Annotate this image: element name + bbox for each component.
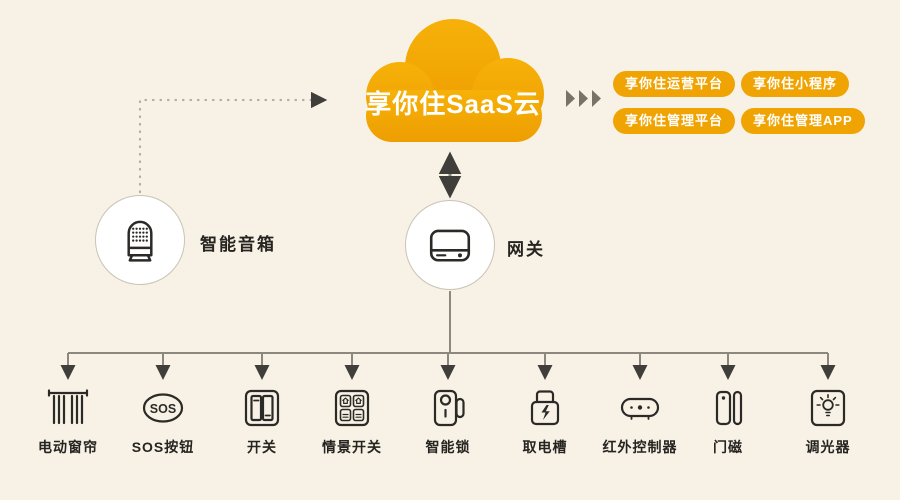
svg-text:SOS: SOS bbox=[150, 402, 176, 416]
dimmer-icon bbox=[783, 384, 873, 432]
platform-chip-miniprogram: 享你住小程序 bbox=[741, 71, 850, 97]
smart-speaker-icon bbox=[127, 220, 153, 262]
device-label: 情景开关 bbox=[322, 439, 382, 455]
platform-chip-operations: 享你住运营平台 bbox=[613, 71, 736, 97]
sos-button-icon: SOS bbox=[118, 384, 208, 432]
cloud-label: 享你住SaaS云 bbox=[365, 89, 541, 119]
gateway-node bbox=[405, 200, 495, 290]
device-scene-switch: 情景开关 bbox=[307, 384, 397, 457]
device-wall-switch: 开关 bbox=[217, 384, 307, 457]
device-label: SOS按钮 bbox=[131, 439, 195, 455]
device-label: 红外控制器 bbox=[602, 439, 678, 455]
device-dimmer: 调光器 bbox=[783, 384, 873, 457]
device-label: 取电槽 bbox=[522, 439, 568, 455]
device-electric-curtain: 电动窗帘 bbox=[23, 384, 113, 457]
door-sensor-icon bbox=[683, 384, 773, 432]
gateway-icon bbox=[429, 229, 471, 262]
smart-lock-icon bbox=[403, 384, 493, 432]
speaker-to-cloud-dotted-arrow bbox=[138, 91, 328, 194]
smart-speaker-node bbox=[95, 195, 185, 285]
device-smart-lock: 智能锁 bbox=[403, 384, 493, 457]
cloud-to-platforms-chevrons bbox=[566, 90, 601, 107]
device-sos-button: SOS SOS按钮 bbox=[118, 384, 208, 457]
device-door-sensor: 门磁 bbox=[683, 384, 773, 457]
wall-switch-icon bbox=[217, 384, 307, 432]
gateway-device-tree bbox=[60, 291, 836, 380]
platform-chip-app: 享你住管理APP bbox=[741, 108, 865, 134]
device-label: 电动窗帘 bbox=[38, 439, 98, 455]
device-power-card-slot: 取电槽 bbox=[500, 384, 590, 457]
gateway-label: 网关 bbox=[507, 240, 545, 259]
device-label: 调光器 bbox=[805, 439, 851, 455]
device-label: 开关 bbox=[247, 439, 277, 455]
saas-cloud: 享你住SaaS云 bbox=[338, 12, 568, 150]
platform-chip-management: 享你住管理平台 bbox=[613, 108, 736, 134]
smart-speaker-label: 智能音箱 bbox=[200, 235, 276, 254]
scene-switch-icon bbox=[307, 384, 397, 432]
power-card-slot-icon bbox=[500, 384, 590, 432]
cloud-icon bbox=[366, 19, 544, 142]
electric-curtain-icon bbox=[23, 384, 113, 432]
device-ir-controller: 红外控制器 bbox=[595, 384, 685, 457]
ir-controller-icon bbox=[595, 384, 685, 432]
device-label: 智能锁 bbox=[425, 439, 471, 455]
device-label: 门磁 bbox=[713, 439, 743, 455]
